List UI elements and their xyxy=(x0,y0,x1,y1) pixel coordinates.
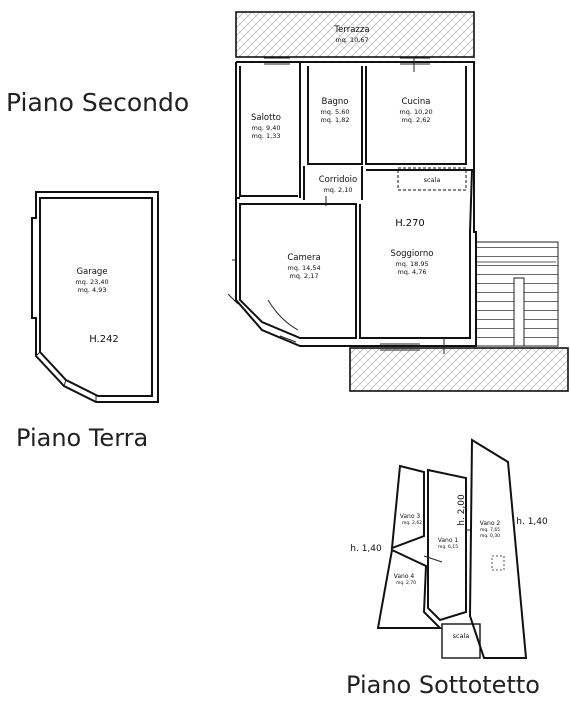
title-piano-secondo: Piano Secondo xyxy=(6,88,190,117)
room-name-bagno: Bagno xyxy=(321,97,348,107)
room-name-terrazza: Terrazza xyxy=(333,25,369,35)
room-area-vano2-2: mq. 0,30 xyxy=(480,533,500,539)
terrazza-area xyxy=(235,11,475,58)
room-name-soggiorno: Soggiorno xyxy=(391,249,434,259)
room-area-garage-2: mq. 4,93 xyxy=(77,286,106,294)
room-area-camera-2: mq. 2,17 xyxy=(289,272,318,280)
room-area-soggiorno-1: mq. 18,95 xyxy=(395,260,428,268)
room-area-vano4: mq. 2,70 xyxy=(396,580,416,586)
room-name-scala-sottotetto: scala xyxy=(453,632,470,640)
room-area-cucina-1: mq. 10,20 xyxy=(399,108,432,116)
room-name-vano3: Vano 3 xyxy=(400,513,421,520)
room-area-bagno-1: mq. 5,60 xyxy=(320,108,349,116)
plan-terra: Garage mq. 23,40 mq. 4,93 H.242 xyxy=(31,191,159,403)
height-label-terra: H.242 xyxy=(89,334,119,345)
room-area-soggiorno-2: mq. 4,76 xyxy=(397,268,426,276)
room-area-corridoio: mq. 2,10 xyxy=(323,186,352,194)
external-stair xyxy=(475,241,559,347)
room-name-vano1: Vano 1 xyxy=(438,537,459,544)
room-area-vano1: mq. 6,15 xyxy=(438,544,458,550)
height-label-right: h. 1,40 xyxy=(516,517,548,527)
room-area-terrazza: mq. 10,67 xyxy=(335,36,368,44)
title-piano-terra: Piano Terra xyxy=(16,424,149,452)
room-area-bagno-2: mq. 1,82 xyxy=(320,116,349,124)
room-name-corridoio: Corridoio xyxy=(319,175,358,185)
height-label-left: h. 1,40 xyxy=(350,544,382,554)
room-name-vano2: Vano 2 xyxy=(480,520,501,527)
title-piano-sottotetto: Piano Sottotetto xyxy=(346,671,540,699)
plan-sottotetto: Vano 3 mq. 2,62 Vano 1 mq. 6,15 Vano 2 m… xyxy=(350,438,548,659)
balcone-area xyxy=(349,347,569,392)
room-name-garage: Garage xyxy=(76,267,107,277)
room-name-salotto: Salotto xyxy=(251,113,281,123)
room-name-vano4: Vano 4 xyxy=(394,573,415,580)
room-area-camera-1: mq. 14,54 xyxy=(287,264,320,272)
room-area-salotto-2: mq. 1,33 xyxy=(251,132,280,140)
room-area-cucina-2: mq. 2,62 xyxy=(401,116,430,124)
plan-secondo: Terrazza mq. 10,67 Salotto mq. 9,40 mq. … xyxy=(227,11,569,392)
height-label-secondo: H.270 xyxy=(395,218,425,229)
room-area-salotto-1: mq. 9,40 xyxy=(251,124,280,132)
room-area-vano2-1: mq. 7,65 xyxy=(480,527,500,533)
room-name-scala-secondo: scala xyxy=(424,176,441,184)
room-area-garage-1: mq. 23,40 xyxy=(75,278,108,286)
room-name-cucina: Cucina xyxy=(402,97,431,107)
room-area-vano3: mq. 2,62 xyxy=(402,520,422,526)
room-name-camera: Camera xyxy=(287,253,320,263)
height-label-center: h. 2,00 xyxy=(457,494,467,526)
